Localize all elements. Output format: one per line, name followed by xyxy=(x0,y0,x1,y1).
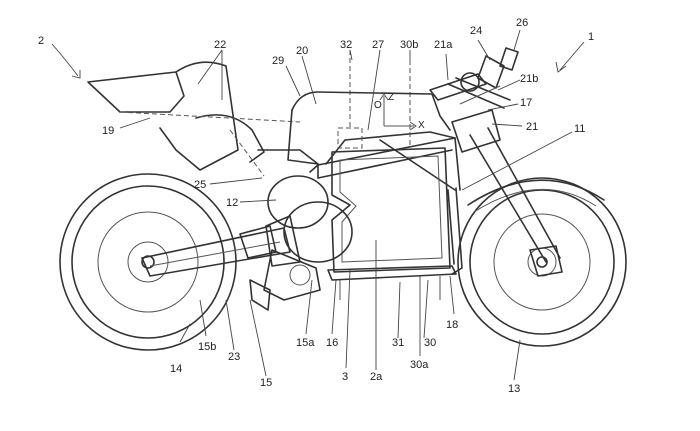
label-19: 19 xyxy=(102,125,114,137)
label-21a: 21a xyxy=(434,39,453,51)
label-12: 12 xyxy=(226,197,238,209)
label-21: 21 xyxy=(526,121,538,133)
lower-frame xyxy=(249,265,457,311)
label-21b: 21b xyxy=(520,73,538,85)
rear-wheel xyxy=(59,173,237,351)
battery-case xyxy=(331,50,451,273)
label-2a: 2a xyxy=(370,371,383,383)
coordinate-axes: O Z X xyxy=(374,92,425,131)
label-2: 2 xyxy=(38,35,44,47)
label-15a: 15a xyxy=(296,337,315,349)
axis-origin: O xyxy=(374,100,382,111)
axis-x: X xyxy=(418,120,425,131)
label-30a: 30a xyxy=(410,359,429,371)
label-30b: 30b xyxy=(400,39,418,51)
label-23: 23 xyxy=(228,351,240,363)
label-32: 32 xyxy=(340,39,352,51)
axis-z: Z xyxy=(388,92,394,103)
label-31: 31 xyxy=(392,337,404,349)
label-16: 16 xyxy=(326,337,338,349)
front-fender xyxy=(467,179,605,206)
label-13: 13 xyxy=(508,383,520,395)
label-30: 30 xyxy=(424,337,436,349)
label-25: 25 xyxy=(194,179,206,191)
label-1: 1 xyxy=(588,31,594,43)
label-27: 27 xyxy=(372,39,384,51)
front-fork xyxy=(469,127,563,277)
motor-unit xyxy=(263,175,353,301)
front-cover xyxy=(257,91,451,165)
label-20: 20 xyxy=(296,45,308,57)
label-15: 15 xyxy=(260,377,272,389)
arrow-2 xyxy=(51,43,79,77)
label-22: 22 xyxy=(214,39,226,51)
label-17: 17 xyxy=(520,97,532,109)
reference-labels: 1 2 22 19 20 29 32 27 30b 21a 24 26 21b … xyxy=(38,17,594,395)
seat-cowl xyxy=(87,61,301,177)
label-29: 29 xyxy=(272,55,284,67)
label-26: 26 xyxy=(516,17,528,29)
arrow-1 xyxy=(559,41,585,71)
label-11: 11 xyxy=(574,123,585,135)
label-15b: 15b xyxy=(198,341,216,353)
handlebar-assembly xyxy=(429,47,519,153)
swing-arm xyxy=(141,225,291,277)
label-14: 14 xyxy=(170,363,182,375)
label-18: 18 xyxy=(446,319,458,331)
label-24: 24 xyxy=(470,25,482,37)
leader-lines xyxy=(119,29,573,381)
front-wheel xyxy=(457,177,627,347)
label-3: 3 xyxy=(342,371,348,383)
